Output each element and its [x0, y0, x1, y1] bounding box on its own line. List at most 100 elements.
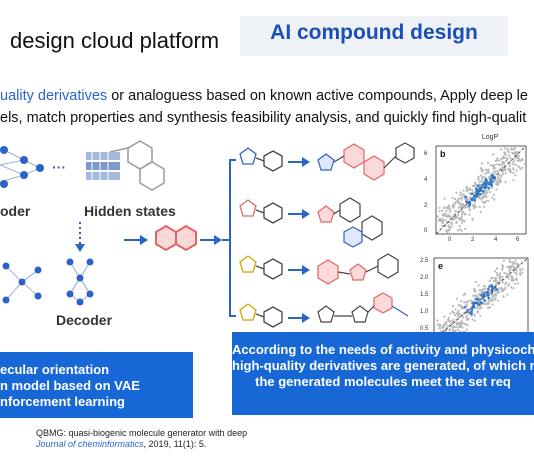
- scatter-point: [459, 193, 462, 196]
- scatter-point: [474, 294, 477, 297]
- section-title: AI compound design: [270, 21, 478, 44]
- scatter-point: [523, 162, 527, 166]
- scatter-point: [508, 259, 511, 262]
- right-arrow-icon: [124, 235, 148, 245]
- scatter-point: [512, 279, 516, 282]
- scatter-point: [500, 286, 503, 289]
- scatter-point: [475, 184, 478, 187]
- scatter-point: [465, 300, 468, 303]
- scatter-e-ytick-0: 2.5: [420, 258, 429, 264]
- scatter-point: [463, 220, 466, 223]
- page-title: design cloud platform: [10, 28, 220, 53]
- scatter-point: [465, 316, 468, 319]
- scatter-point: [483, 303, 486, 306]
- scatter-point: [512, 168, 515, 171]
- scatter-point: [501, 171, 504, 174]
- scatter-point: [509, 261, 512, 264]
- scatter-point: [459, 203, 462, 206]
- scatter-point: [481, 170, 484, 173]
- intro-highlight: uality derivatives: [0, 88, 108, 104]
- scatter-point: [442, 219, 445, 222]
- scatter-point: [508, 165, 511, 168]
- method-line-2: n model based on VAE: [0, 378, 140, 393]
- scatter-b-xtick-0: 0: [448, 237, 452, 243]
- scatter-point: [499, 180, 502, 183]
- scatter-point: [474, 206, 477, 209]
- scatter-point: [495, 188, 498, 191]
- scatter-point: [466, 318, 469, 321]
- scatter-point: [467, 300, 470, 303]
- scatter-point: [491, 296, 494, 300]
- scatter-point: [455, 297, 458, 300]
- scatter-point: [518, 166, 521, 169]
- scatter-point: [465, 328, 468, 331]
- scatter-point: [503, 288, 506, 291]
- seed-molecule-icon: [155, 224, 197, 252]
- scatter-point: [452, 218, 455, 221]
- scatter-point-highlight: [483, 299, 487, 302]
- scatter-point-highlight: [470, 312, 473, 316]
- scatter-point: [454, 197, 457, 201]
- scatter-point: [516, 159, 519, 162]
- scatter-point: [500, 175, 503, 178]
- scatter-point: [447, 319, 450, 322]
- scatter-point: [460, 216, 463, 219]
- latent-network-icon: [2, 262, 42, 304]
- scatter-point: [478, 293, 481, 297]
- scatter-point-highlight: [488, 285, 491, 288]
- dots-icon: ···: [52, 159, 66, 175]
- scatter-point: [456, 229, 459, 232]
- scatter-point: [505, 159, 508, 163]
- scatter-point: [512, 148, 516, 151]
- scatter-point: [507, 277, 510, 280]
- scatter-point: [492, 171, 495, 174]
- scatter-point: [489, 164, 492, 167]
- scatter-point: [471, 217, 474, 220]
- scatter-point: [444, 214, 447, 217]
- scatter-point: [442, 325, 445, 329]
- scatter-point: [513, 146, 517, 150]
- scatter-point-highlight: [491, 173, 495, 177]
- scatter-point: [458, 312, 461, 316]
- scatter-point: [464, 198, 467, 201]
- scatter-point: [491, 276, 494, 279]
- decoder-network-icon: [66, 258, 94, 306]
- scatter-b-title: LogP: [481, 134, 499, 141]
- scatter-point: [448, 328, 451, 331]
- scatter-point: [496, 157, 499, 160]
- scatter-point: [460, 321, 463, 324]
- scatter-point: [463, 301, 466, 304]
- scatter-point: [461, 326, 464, 329]
- scatter-point: [452, 215, 455, 218]
- scatter-point: [495, 267, 499, 270]
- scatter-point: [493, 198, 496, 201]
- scatter-point: [494, 280, 497, 283]
- scatter-point: [492, 299, 495, 302]
- scatter-point: [500, 157, 503, 161]
- scatter-point: [502, 290, 505, 293]
- down-arrow-icon: [75, 222, 85, 252]
- scatter-point: [491, 196, 494, 199]
- right-arrow-icon-2: [200, 235, 222, 245]
- scatter-point: [496, 163, 499, 166]
- scatter-point: [499, 177, 502, 180]
- scatter-point: [505, 157, 508, 160]
- scatter-point: [478, 206, 481, 209]
- scatter-point: [510, 277, 513, 280]
- scatter-point: [459, 196, 462, 200]
- scatter-point: [480, 306, 483, 309]
- scatter-point: [514, 174, 517, 177]
- scatter-point: [442, 214, 445, 217]
- scatter-point: [455, 312, 458, 315]
- scatter-point: [479, 314, 482, 317]
- scatter-point: [504, 181, 507, 184]
- scatter-point: [465, 314, 468, 317]
- scatter-point: [484, 172, 487, 175]
- scatter-point: [504, 172, 507, 175]
- scatter-point: [459, 191, 462, 194]
- scatter-point: [494, 297, 497, 300]
- scatter-point: [504, 153, 507, 156]
- scatter-point-highlight: [473, 306, 476, 309]
- scatter-point-highlight: [482, 181, 486, 184]
- scatter-point: [514, 259, 517, 262]
